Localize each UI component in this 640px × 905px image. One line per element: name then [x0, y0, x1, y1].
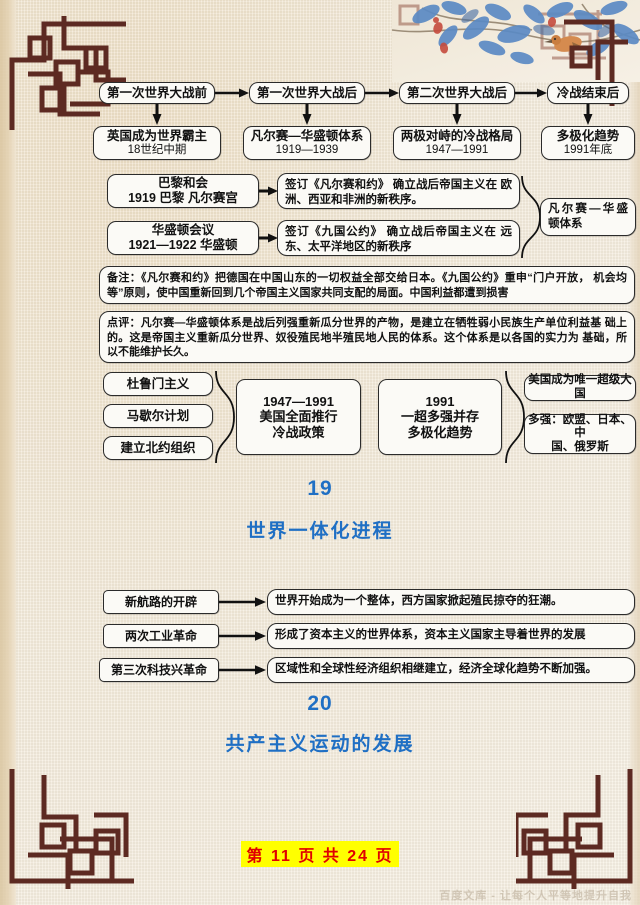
measure-label: 建立北约组织: [120, 440, 196, 455]
watermark-text: 百度文库 - 让每个人平等地提升自我: [439, 890, 632, 902]
period-label: 冷战结束后: [556, 85, 620, 100]
corner-ornament-bottom-left: [8, 769, 134, 891]
period-box-3[interactable]: 第二次世界大战后: [399, 82, 515, 104]
section19-effect-2[interactable]: 形成了资本主义的世界体系，资本主义国家主导着世界的发展: [267, 623, 635, 649]
postcoldwar-year: 1991: [425, 394, 455, 409]
coldwar-period: 1947—1991: [263, 394, 334, 409]
section-19-number: 19: [307, 477, 333, 500]
arrow-period-2-to-3: [365, 87, 401, 99]
postcoldwar-center-box[interactable]: 1991 一超多强并存 多极化趋势: [378, 379, 502, 455]
outcome-period: 18世纪中期: [127, 143, 187, 156]
page-number-label: 第 11 页 共 24 页: [240, 841, 400, 867]
cause-label: 两次工业革命: [124, 628, 197, 643]
coldwar-measure-3[interactable]: 建立北约组织: [103, 436, 213, 460]
outcome-period: 1919—1939: [275, 143, 339, 156]
outcome-box-3[interactable]: 两极对峙的冷战格局 1947—1991: [393, 126, 521, 160]
conference-result-paris[interactable]: 签订《凡尔赛和约》 确立战后帝国主义在 欧洲、西亚和非洲的新秩序。: [277, 173, 520, 209]
result-label-line2: 国、俄罗斯: [551, 440, 609, 453]
period-label: 第二次世界大战后: [406, 85, 507, 100]
conference-name: 巴黎和会: [157, 176, 208, 191]
comment-box[interactable]: 点评：凡尔赛—华盛顿体系是战后列强重新瓜分世界的产物，是建立在牺牲弱小民族生产单…: [99, 311, 635, 363]
outcome-title: 凡尔赛—华盛顿体系: [250, 128, 364, 143]
outcome-box-1[interactable]: 英国成为世界霸主 18世纪中期: [93, 126, 221, 160]
period-box-2[interactable]: 第一次世界大战后: [249, 82, 365, 104]
postcoldwar-result-1[interactable]: 美国成为唯一超级大国: [524, 374, 636, 401]
arrow-down-3: [451, 104, 463, 126]
outcome-title: 英国成为世界霸主: [106, 128, 207, 143]
conference-result-washington[interactable]: 签订《九国公约》 确立战后帝国主义在 远东、太平洋地区的新秩序: [277, 220, 520, 256]
outcome-title: 多极化趋势: [556, 128, 620, 143]
postcoldwar-line1: 一超多强并存: [400, 409, 479, 425]
brace-coldwar-measures: [214, 371, 236, 463]
period-box-1[interactable]: 第一次世界大战前: [99, 82, 215, 104]
conference-detail: 1921—1922 华盛顿: [128, 238, 238, 252]
arrow-period-1-to-2: [215, 87, 251, 99]
result-line-1: 签订《九国公约》 确立战后帝国主义在: [285, 226, 497, 238]
section19-cause-1[interactable]: 新航路的开辟: [103, 590, 219, 614]
arrow-down-4: [582, 104, 594, 126]
effect-text: 世界开始成为一个整体，西方国家掀起殖民掠夺的狂潮。: [275, 595, 563, 608]
cause-label: 第三次科技兴革命: [110, 662, 207, 677]
remark-line-1: 备注：《凡尔赛和约》把德国在中国山东的一切权益全部交给日本。《九国公约》重申“门…: [107, 272, 590, 284]
arrow-s19-row2: [219, 630, 267, 642]
comment-line-1: 点评：凡尔赛—华盛顿体系是战后列强重新瓜分世界的产物，是建立在牺牲弱小民族生产单…: [107, 317, 602, 329]
remark-box[interactable]: 备注：《凡尔赛和约》把德国在中国山东的一切权益全部交给日本。《九国公约》重申“门…: [99, 266, 635, 304]
period-box-4[interactable]: 冷战结束后: [547, 82, 629, 104]
brace-to-system: [520, 176, 542, 258]
effect-text: 区域性和全球性经济组织相继建立，经济全球化趋势不断加强。: [275, 663, 597, 676]
period-label: 第一次世界大战后: [256, 85, 357, 100]
coldwar-measure-2[interactable]: 马歇尔计划: [103, 404, 213, 428]
outcome-period: 1991年底: [563, 143, 613, 156]
arrow-s19-row3: [219, 664, 267, 676]
outcome-period: 1947—1991: [425, 143, 489, 156]
paper-right-edge: [630, 0, 640, 905]
section19-effect-1[interactable]: 世界开始成为一个整体，西方国家掀起殖民掠夺的狂潮。: [267, 589, 635, 615]
comment-line-3: 基础，所以不能维护长久。: [107, 331, 627, 359]
cause-label: 新航路的开辟: [124, 594, 197, 609]
arrow-paris-to-result: [259, 185, 279, 197]
section19-effect-3[interactable]: 区域性和全球性经济组织相继建立，经济全球化趋势不断加强。: [267, 657, 635, 683]
conference-box-washington[interactable]: 华盛顿会议 1921—1922 华盛顿: [107, 221, 259, 255]
section-20-title: 共产主义运动的发展: [225, 734, 415, 755]
section19-cause-2[interactable]: 两次工业革命: [103, 624, 219, 648]
measure-label: 杜鲁门主义: [126, 376, 190, 391]
brace-postcoldwar-results: [504, 371, 526, 463]
arrow-s19-row1: [219, 596, 267, 608]
period-label: 第一次世界大战前: [106, 85, 207, 100]
page-footer: 第 11 页 共 24 页: [0, 841, 640, 867]
coldwar-center-box[interactable]: 1947—1991 美国全面推行 冷战政策: [236, 379, 361, 455]
corner-ornament-bottom-right: [516, 769, 634, 891]
section-19-title: 世界一体化进程: [246, 521, 394, 542]
paper-left-edge: [0, 0, 16, 905]
system-label-box[interactable]: 凡尔赛—华盛顿体系: [540, 198, 636, 236]
conference-box-paris[interactable]: 巴黎和会 1919 巴黎 凡尔赛宫: [107, 174, 259, 208]
arrow-washington-to-result: [259, 232, 279, 244]
coldwar-measure-1[interactable]: 杜鲁门主义: [103, 372, 213, 396]
conference-name: 华盛顿会议: [151, 223, 215, 238]
outcome-box-2[interactable]: 凡尔赛—华盛顿体系 1919—1939: [243, 126, 371, 160]
remark-line-2: 机会均等”原则，使中国重新回到几个帝国主义国家共同支配的局面。中国利益都遭到损害: [107, 272, 627, 299]
system-label: 凡尔赛—华盛顿体系: [548, 202, 628, 230]
coldwar-policy-line2: 冷战政策: [272, 424, 325, 440]
arrow-down-2: [301, 104, 313, 126]
section19-cause-3[interactable]: 第三次科技兴革命: [99, 658, 219, 682]
outcome-title: 两极对峙的冷战格局: [400, 128, 514, 143]
effect-text: 形成了资本主义的世界体系，资本主义国家主导着世界的发展: [275, 629, 586, 642]
result-line-2: 远东、太平洋地区的新秩序: [285, 226, 512, 254]
arrow-period-3-to-4: [515, 87, 549, 99]
measure-label: 马歇尔计划: [126, 408, 190, 423]
corner-ornament-top-right: [564, 14, 634, 106]
section-20-number: 20: [307, 692, 333, 715]
result-label: 美国成为唯一超级大国: [528, 374, 632, 400]
postcoldwar-line2: 多极化趋势: [407, 424, 473, 440]
result-label-line1: 多强：欧盟、日本、中: [528, 413, 632, 440]
comment-line-2: 础上的。这是帝国主义重新瓜分世界、奴役殖民地半殖民地人民的体系。这个体系是以各国…: [107, 317, 628, 344]
coldwar-policy-line1: 美国全面推行: [259, 409, 338, 425]
conference-detail: 1919 巴黎 凡尔赛宫: [128, 191, 238, 205]
result-line-1: 签订《凡尔赛和约》 确立战后帝国主义在: [285, 179, 498, 191]
arrow-down-1: [151, 104, 163, 126]
outcome-box-4[interactable]: 多极化趋势 1991年底: [541, 126, 635, 160]
result-line-2: 欧洲、西亚和非洲的新秩序。: [285, 179, 512, 207]
postcoldwar-result-2[interactable]: 多强：欧盟、日本、中 国、俄罗斯: [524, 414, 636, 454]
